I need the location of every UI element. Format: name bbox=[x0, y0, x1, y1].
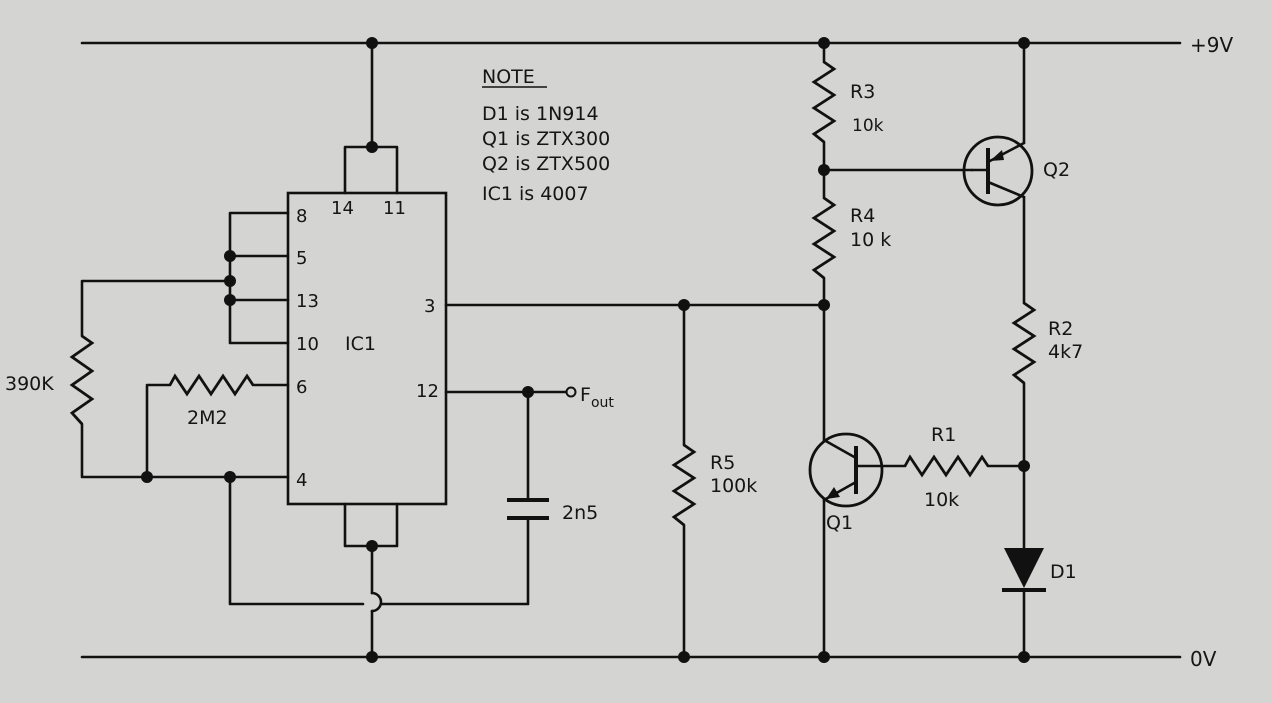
resistor-r1-value: 10k bbox=[924, 489, 959, 511]
resistor-r1-name: R1 bbox=[931, 424, 956, 446]
resistor-r3-value: 10k bbox=[852, 116, 884, 136]
resistor-r4-value: 10 k bbox=[850, 229, 891, 251]
pin-6-label: 6 bbox=[296, 377, 307, 398]
ic1-chip bbox=[286, 191, 448, 506]
capacitor-2n5 bbox=[507, 498, 549, 520]
resistor-390k-value: 390K bbox=[5, 373, 54, 395]
resistor-r2-value: 4k7 bbox=[1048, 341, 1083, 363]
transistor-q1 bbox=[808, 432, 907, 508]
resistor-2m2-value: 2M2 bbox=[187, 407, 228, 429]
pin-4-label: 4 bbox=[296, 470, 307, 491]
diode-d1-name: D1 bbox=[1050, 561, 1077, 583]
ic-input-pins-wiring bbox=[80, 211, 530, 606]
transistor-q2-name: Q2 bbox=[1043, 159, 1070, 181]
pin-14-label: 14 bbox=[331, 198, 354, 219]
ic-supply-wiring bbox=[343, 41, 399, 195]
note-line-q1: Q1 is ZTX300 bbox=[482, 128, 610, 150]
resistor-2m2 bbox=[145, 373, 290, 479]
pin-11-label: 11 bbox=[383, 198, 406, 219]
pin-13-label: 13 bbox=[296, 291, 319, 312]
r3-r4-column bbox=[811, 41, 974, 307]
ic-ground-wiring bbox=[343, 502, 399, 659]
note-heading: NOTE bbox=[482, 66, 535, 88]
diode-d1 bbox=[1002, 548, 1046, 592]
resistor-390k bbox=[69, 334, 95, 425]
pin-3-label: 3 bbox=[424, 296, 435, 317]
ic1-label: IC1 bbox=[345, 333, 376, 355]
note-line-d1: D1 is 1N914 bbox=[482, 103, 599, 125]
output-label-main: F bbox=[580, 384, 591, 406]
transistor-q2 bbox=[962, 135, 1034, 207]
note-block: NOTE D1 is 1N914 Q1 is ZTX300 Q2 is ZTX5… bbox=[482, 66, 610, 205]
resistor-r5-value: 100k bbox=[710, 475, 757, 497]
resistor-r2-name: R2 bbox=[1048, 318, 1073, 340]
resistor-r5 bbox=[671, 443, 697, 527]
pin3-net bbox=[444, 303, 826, 659]
output-label-sub: out bbox=[591, 395, 614, 411]
resistor-r1 bbox=[903, 454, 1026, 478]
capacitor-2n5-value: 2n5 bbox=[562, 502, 598, 524]
output-label: Fout bbox=[580, 384, 614, 411]
supply-rail-label: +9V bbox=[1190, 33, 1233, 57]
resistor-r3-name: R3 bbox=[850, 81, 875, 103]
pin12-net bbox=[444, 390, 568, 502]
resistor-r4-name: R4 bbox=[850, 205, 875, 227]
junction-dots bbox=[141, 37, 1030, 663]
ground-rail-label: 0V bbox=[1190, 647, 1217, 671]
note-line-q2: Q2 is ZTX500 bbox=[482, 153, 610, 175]
pin-8-label: 8 bbox=[296, 206, 307, 227]
transistor-q1-name: Q1 bbox=[826, 512, 853, 534]
pin-10-label: 10 bbox=[296, 334, 319, 355]
resistor-r5-name: R5 bbox=[710, 452, 735, 474]
note-line-ic1: IC1 is 4007 bbox=[482, 183, 589, 205]
output-terminal bbox=[565, 386, 577, 398]
pin-5-label: 5 bbox=[296, 248, 307, 269]
pin-12-label: 12 bbox=[416, 381, 439, 402]
